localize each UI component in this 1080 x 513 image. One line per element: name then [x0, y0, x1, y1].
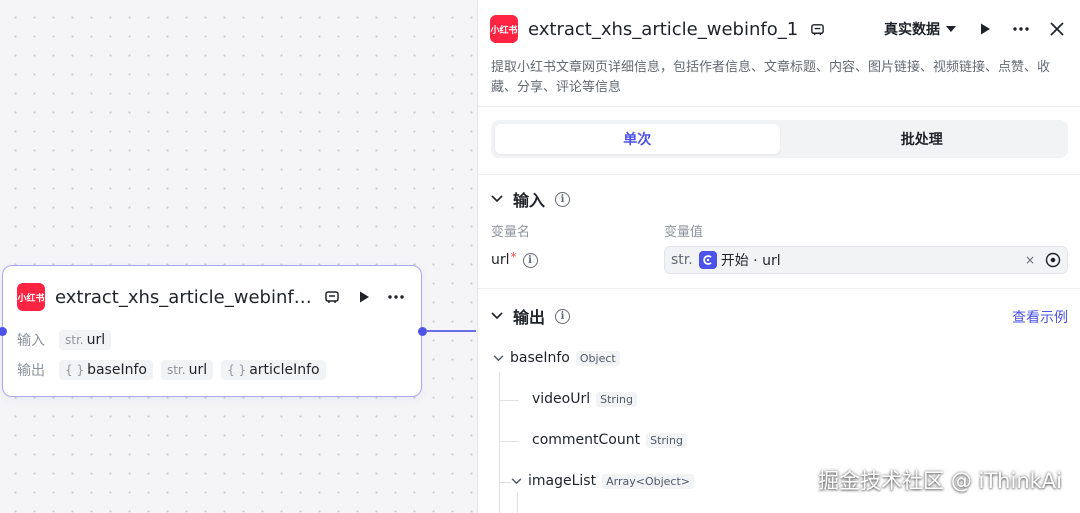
param-name: baseInfo	[87, 362, 147, 378]
xiaohongshu-logo: 小红书	[17, 283, 45, 311]
param-name: articleInfo	[249, 362, 320, 378]
type-prefix: str.	[65, 333, 84, 347]
output-tree-item[interactable]: imageList Array<Object>	[511, 473, 694, 489]
output-tree-item[interactable]: baseInfo Object	[493, 350, 620, 366]
reference-text: 开始 · url	[720, 253, 781, 269]
output-tree-item: commentCount String	[532, 432, 687, 448]
tree-guide-line	[499, 441, 519, 442]
tree-guide-line	[517, 492, 518, 513]
workflow-node[interactable]: 小红书 extract_xhs_article_webinf… 输入 str. …	[0, 265, 427, 397]
debug-icon[interactable]	[321, 286, 343, 308]
divider	[478, 106, 1080, 107]
start-node-icon	[698, 251, 717, 269]
field-name: videoUrl	[532, 391, 591, 407]
data-mode-dropdown[interactable]: 真实数据	[884, 19, 956, 39]
variable-value-input[interactable]: str. 开始 · url ×	[664, 246, 1068, 274]
output-section-header[interactable]: 输出 i	[491, 304, 571, 328]
required-mark: *	[510, 250, 517, 264]
node-header: 小红书 extract_xhs_article_webinf…	[17, 282, 407, 312]
node-detail-panel: 小红书 extract_xhs_article_webinfo_1 真实数据 提…	[477, 0, 1080, 513]
panel-header: 小红书 extract_xhs_article_webinfo_1 真实数据	[490, 14, 1068, 44]
tree-guide-line	[499, 400, 519, 401]
node-input-label: 输入	[17, 333, 45, 349]
type-badge: String	[596, 391, 637, 407]
debug-icon[interactable]	[806, 18, 828, 40]
info-icon[interactable]: i	[555, 308, 571, 324]
tab-batch[interactable]: 批处理	[900, 132, 943, 148]
node-output-tag: str. url	[160, 360, 214, 380]
node-output-tag: { } baseInfo	[59, 360, 153, 380]
node-input-port[interactable]	[0, 327, 7, 336]
node-output-port[interactable]	[418, 327, 427, 336]
column-label-name: 变量名	[491, 225, 531, 240]
tree-guide-line	[499, 482, 511, 483]
field-name: imageList	[528, 473, 597, 489]
chevron-down-icon[interactable]	[493, 354, 504, 362]
node-outputs-row: 输出 { } baseInfo str. url { } articleInfo	[17, 360, 326, 380]
chevron-down-icon[interactable]	[491, 195, 503, 203]
watermark: 掘金技术社区 @ iThinkAi	[818, 469, 1062, 493]
type-badge: String	[646, 432, 687, 448]
node-title: extract_xhs_article_webinf…	[55, 286, 312, 308]
param-name: url	[188, 362, 208, 378]
node-output-label: 输出	[17, 363, 45, 379]
close-icon[interactable]	[1046, 18, 1068, 40]
edge-connector[interactable]	[426, 330, 476, 332]
type-prefix: str.	[166, 363, 186, 377]
run-icon[interactable]	[353, 286, 375, 308]
node-output-tag: { } articleInfo	[221, 360, 326, 380]
more-icon[interactable]	[1010, 18, 1032, 40]
type-badge: Object	[575, 350, 620, 366]
caret-down-icon	[946, 25, 956, 32]
info-icon[interactable]: i	[555, 191, 571, 207]
run-icon[interactable]	[974, 18, 996, 40]
target-icon[interactable]	[1045, 252, 1061, 268]
tree-guide-line	[499, 372, 500, 513]
variable-name: url * i	[491, 250, 538, 268]
type-prefix: { }	[65, 363, 85, 377]
column-label-value: 变量值	[664, 225, 704, 240]
data-mode-label: 真实数据	[884, 22, 940, 38]
input-section-header[interactable]: 输入 i	[491, 187, 571, 211]
field-name: commentCount	[532, 432, 641, 448]
variable-name-text: url	[491, 252, 510, 268]
xiaohongshu-logo: 小红书	[490, 15, 518, 43]
panel-title: extract_xhs_article_webinfo_1	[528, 18, 799, 40]
clear-icon[interactable]: ×	[1024, 253, 1035, 267]
type-prefix: { }	[227, 363, 247, 377]
field-name: baseInfo	[510, 350, 570, 366]
divider	[478, 174, 1080, 175]
input-section-title: 输入	[513, 191, 546, 210]
output-tree-item: videoUrl String	[532, 391, 637, 407]
panel-description: 提取小红书文章网页详细信息，包括作者信息、文章标题、内容、图片链接、视频链接、点…	[491, 60, 1051, 95]
view-example-link[interactable]: 查看示例	[1012, 310, 1068, 326]
output-section-title: 输出	[513, 308, 546, 327]
divider	[478, 288, 1080, 289]
node-inputs-row: 输入 str. url	[17, 330, 112, 350]
type-prefix: str.	[671, 252, 693, 268]
info-icon[interactable]: i	[522, 252, 538, 268]
chevron-down-icon[interactable]	[491, 312, 503, 320]
type-badge: Array<Object>	[602, 473, 694, 489]
param-name: url	[86, 332, 106, 348]
reference-chip[interactable]: 开始 · url	[698, 250, 781, 270]
chevron-down-icon[interactable]	[511, 477, 522, 485]
more-icon[interactable]	[385, 286, 407, 308]
run-mode-tabs: 单次 批处理	[491, 120, 1068, 158]
node-input-tag: str. url	[59, 330, 112, 350]
tab-single[interactable]: 单次	[495, 124, 780, 154]
